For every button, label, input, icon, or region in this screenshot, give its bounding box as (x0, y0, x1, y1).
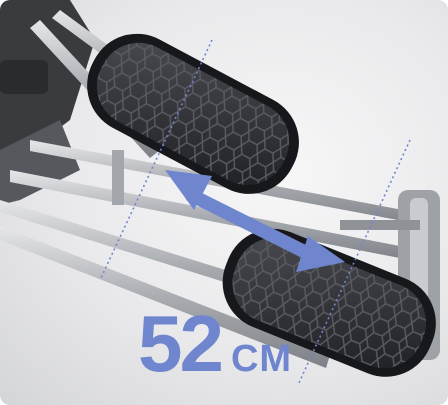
lower-pedal (222, 228, 436, 377)
stride-guide-left (99, 39, 213, 281)
stride-guide-lines (99, 39, 411, 386)
upper-pedal (87, 33, 299, 194)
stride-arrow (165, 170, 345, 272)
stride-length-value: 52 (138, 299, 224, 388)
stride-length-unit: CM (230, 338, 293, 380)
stride-length-label: 52 CM (138, 304, 292, 384)
arrow-head-right (296, 236, 345, 272)
arrow-head-left (165, 170, 212, 210)
